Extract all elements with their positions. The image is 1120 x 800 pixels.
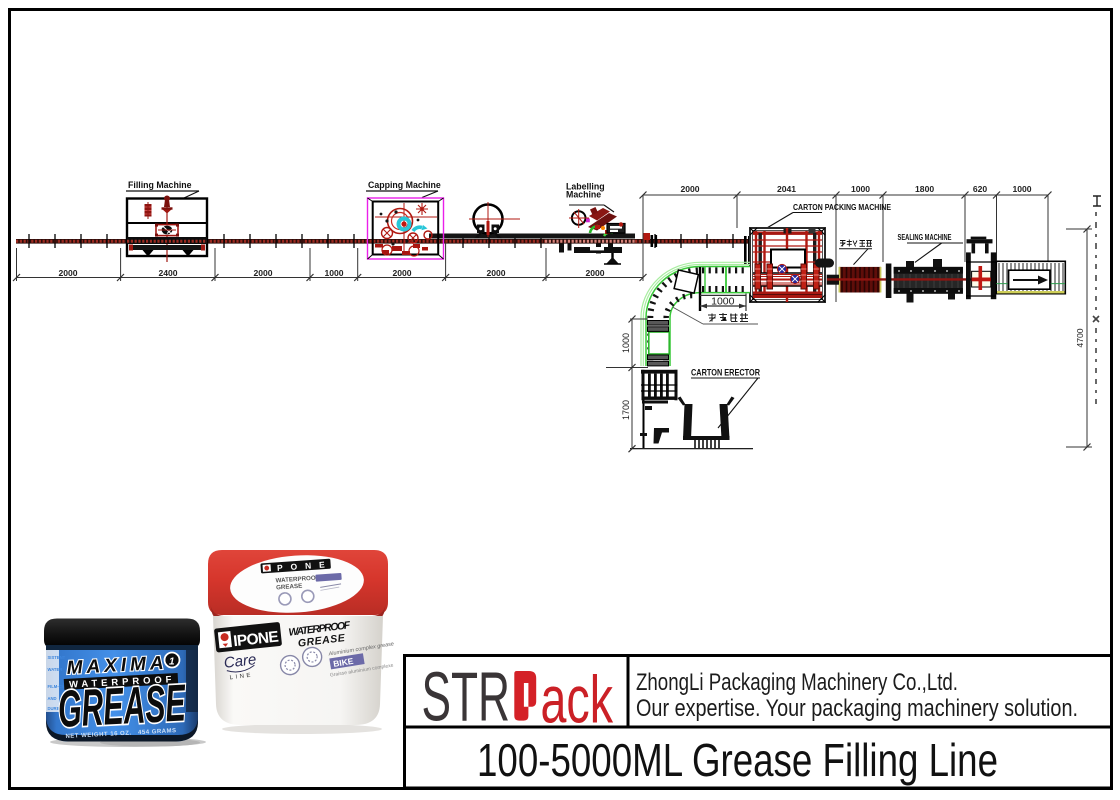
svg-text:2000: 2000 <box>58 268 77 278</box>
svg-text:2000: 2000 <box>486 268 505 278</box>
svg-text:1000: 1000 <box>851 184 870 194</box>
svg-text:1: 1 <box>169 657 175 668</box>
svg-text:GREASE: GREASE <box>276 583 303 592</box>
svg-text:1700: 1700 <box>621 400 631 420</box>
svg-text:2000: 2000 <box>253 268 272 278</box>
svg-text:Filling Machine: Filling Machine <box>128 180 192 190</box>
svg-text:STR: STR <box>422 658 511 736</box>
svg-text:1000: 1000 <box>324 268 343 278</box>
svg-text:GREASE: GREASE <box>57 675 188 739</box>
svg-text:WATER: WATER <box>48 667 63 672</box>
svg-text:Labelling: Labelling <box>566 182 605 192</box>
svg-text:AND: AND <box>48 696 57 701</box>
svg-text:2000: 2000 <box>585 268 604 278</box>
svg-text:2000: 2000 <box>392 268 411 278</box>
svg-text:LINE: LINE <box>229 673 253 682</box>
svg-text:620: 620 <box>973 184 988 194</box>
svg-text:CARTON PACKING MACHINE: CARTON PACKING MACHINE <box>793 203 891 212</box>
svg-text:1800: 1800 <box>915 184 934 194</box>
svg-text:ack: ack <box>541 663 614 738</box>
svg-text:Machine: Machine <box>566 190 601 200</box>
svg-text:CARTON ERECTOR: CARTON ERECTOR <box>691 368 761 378</box>
svg-text:2041: 2041 <box>777 184 796 194</box>
svg-text:FILM-CV: FILM-CV <box>48 684 65 689</box>
svg-text:DURE: DURE <box>48 706 60 711</box>
svg-text:100-5000ML Grease Filling Line: 100-5000ML Grease Filling Line <box>477 734 998 786</box>
svg-text:4700: 4700 <box>1075 328 1085 347</box>
svg-text:Our expertise. Your packaging: Our expertise. Your packaging machinery … <box>636 695 1078 722</box>
svg-text:SISTENT: SISTENT <box>48 655 66 660</box>
svg-text:IPONE: IPONE <box>233 629 280 651</box>
svg-text:Care: Care <box>223 651 257 672</box>
svg-text:1000: 1000 <box>1012 184 1031 194</box>
svg-text:ZhongLi Packaging Machinery Co: ZhongLi Packaging Machinery Co.,Ltd. <box>636 669 958 696</box>
svg-text:BIKE: BIKE <box>332 656 354 669</box>
svg-text:1000: 1000 <box>711 296 735 308</box>
svg-text:SEALING MACHINE: SEALING MACHINE <box>898 233 952 242</box>
svg-text:1000: 1000 <box>621 333 631 353</box>
svg-text:2000: 2000 <box>680 184 699 194</box>
svg-text:IPONE: IPONE <box>266 560 325 574</box>
svg-text:WATERPROOF: WATERPROOF <box>275 574 319 584</box>
svg-text:Capping Machine: Capping Machine <box>368 180 441 190</box>
svg-text:GREASE: GREASE <box>297 632 346 650</box>
svg-text:2400: 2400 <box>158 268 177 278</box>
svg-text:NET WEIGHT 16 OZ. 454 GRAMS: NET WEIGHT 16 OZ. 454 GRAMS <box>65 728 176 740</box>
